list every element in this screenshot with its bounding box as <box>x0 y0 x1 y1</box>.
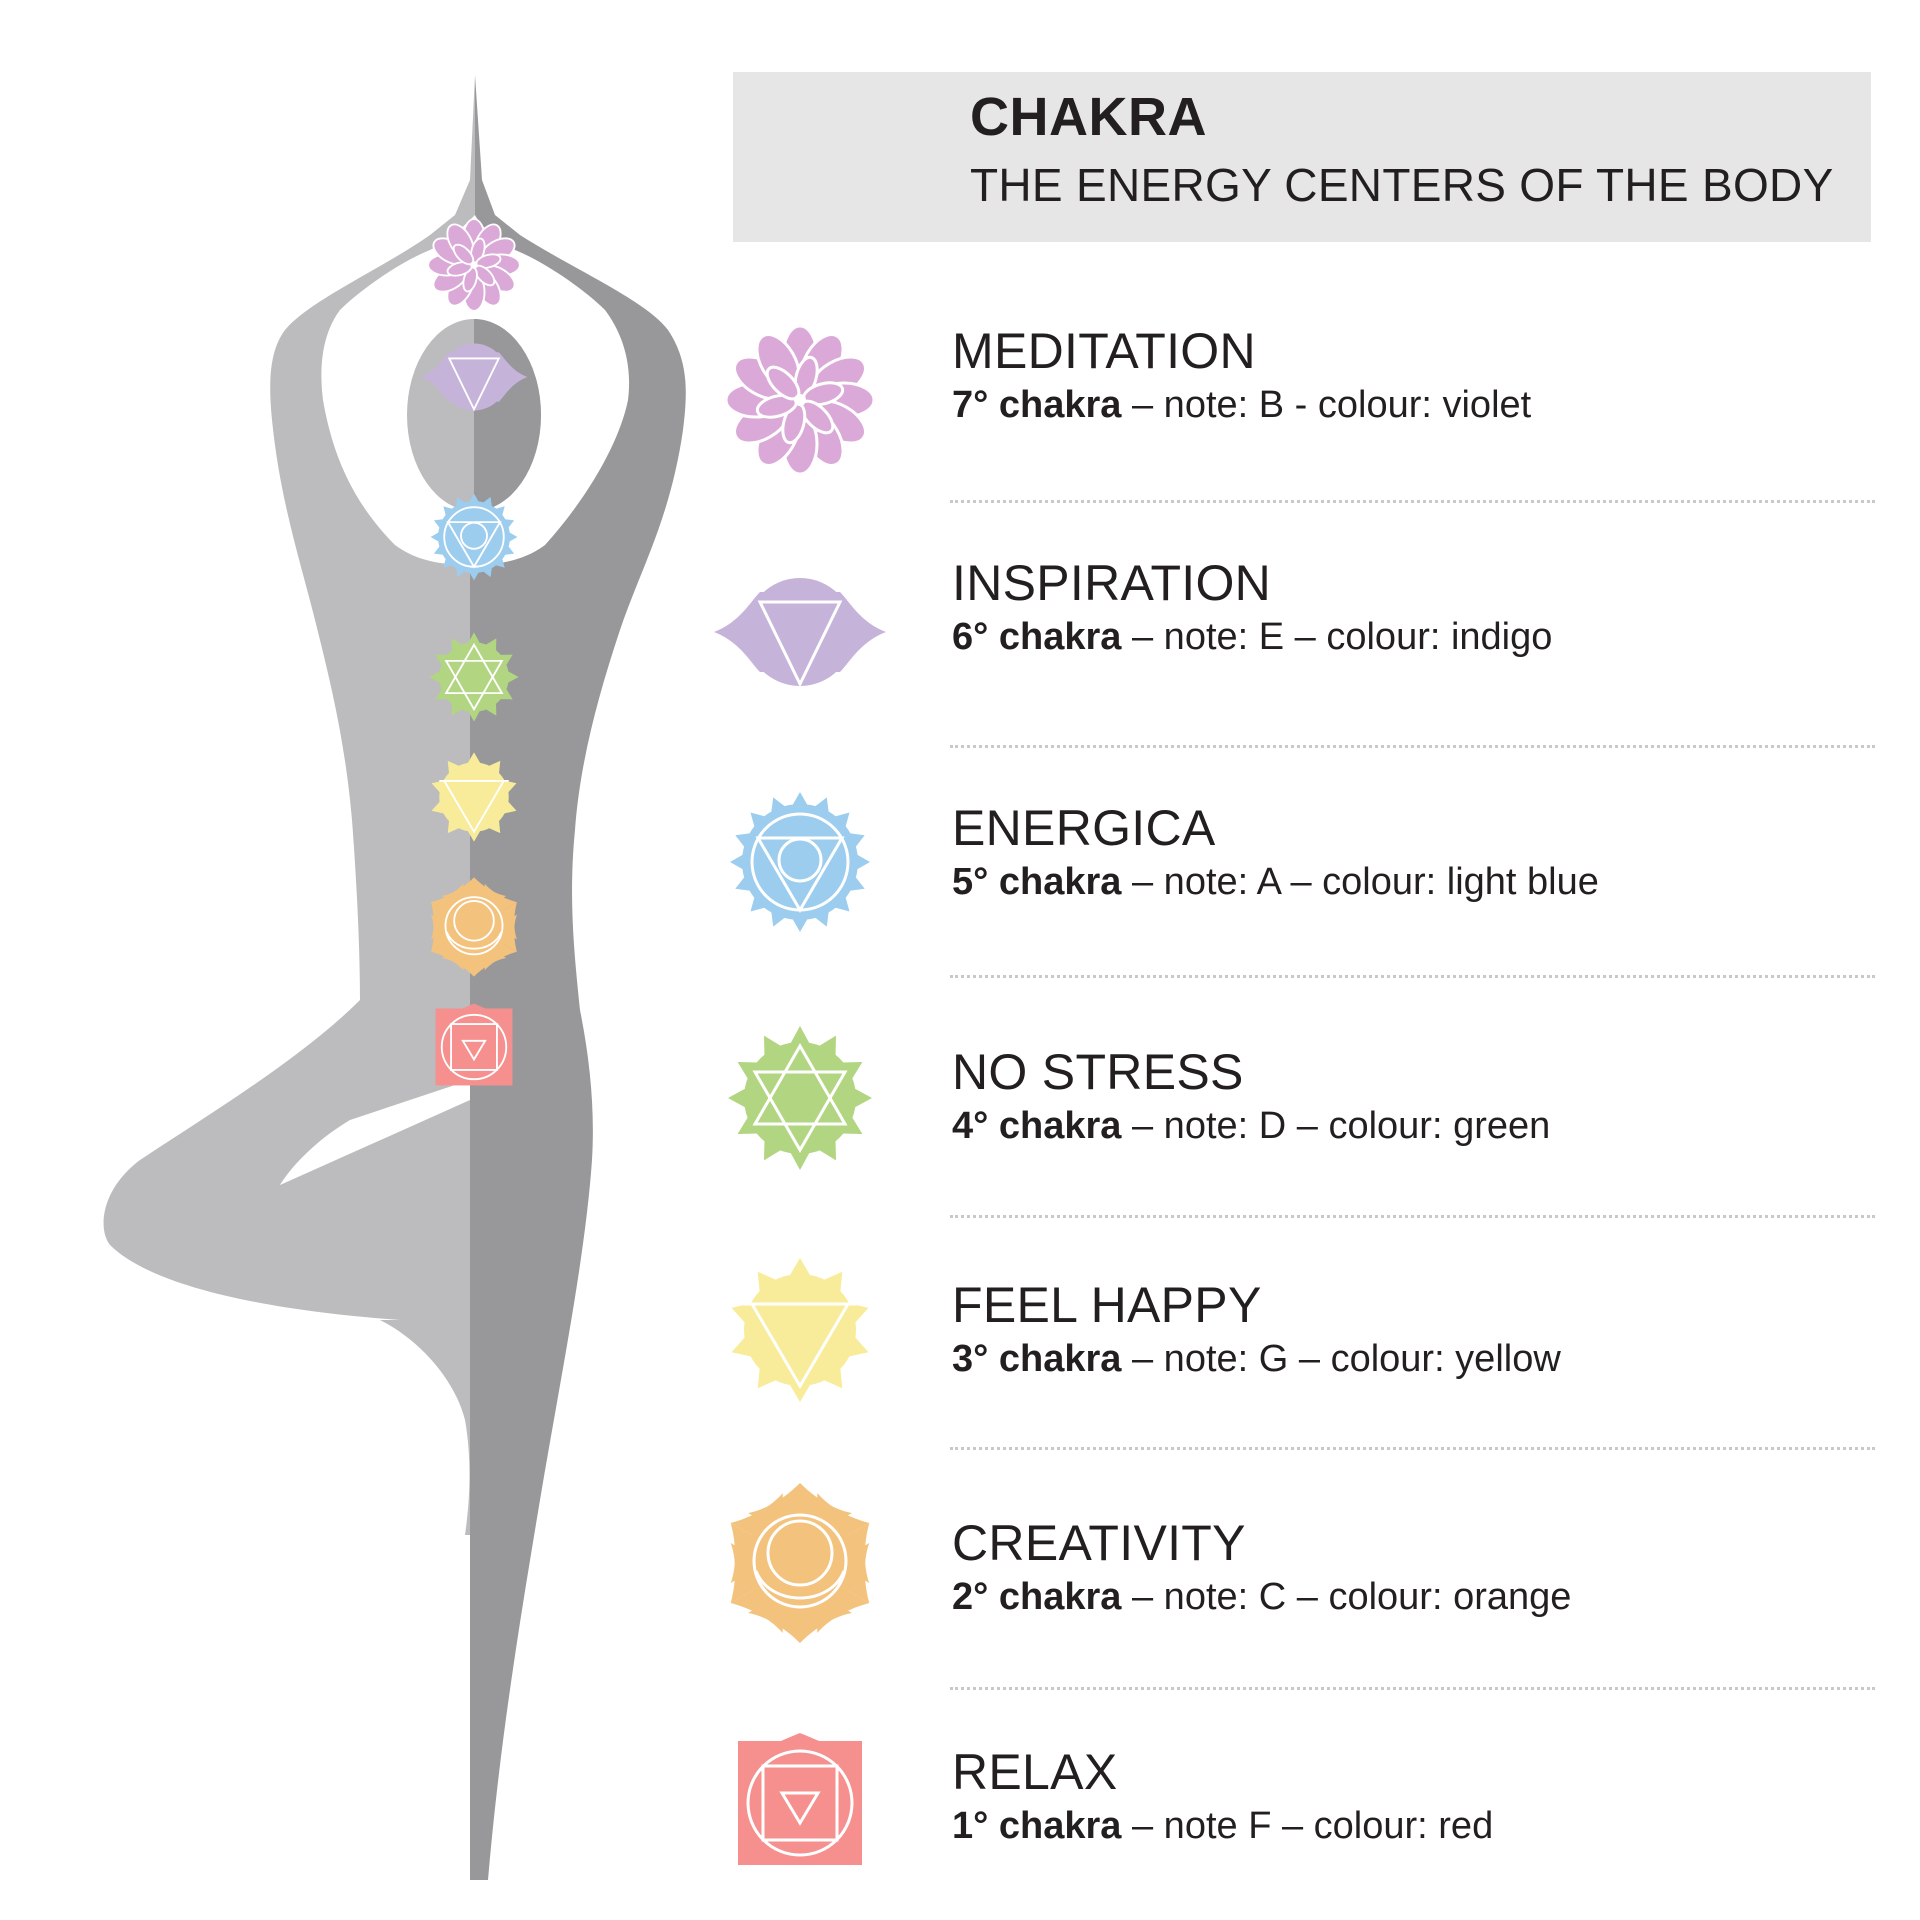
chakra-row-7: MEDITATION 7° chakra – note: B - colour:… <box>700 300 1880 500</box>
chakra-name: FEEL HAPPY <box>952 1277 1262 1333</box>
third-eye-icon <box>712 576 888 688</box>
chakra-note-colour: – note F – colour: red <box>1121 1805 1494 1847</box>
chakra-detail: 3° chakra – note: G – colour: yellow <box>952 1338 1561 1381</box>
solar-plexus-icon <box>725 1256 875 1404</box>
chakra-note-colour: – note: B - colour: violet <box>1121 384 1532 426</box>
chakra-note-colour: – note: A – colour: light blue <box>1121 861 1599 903</box>
chakra-detail: 5° chakra – note: A – colour: light blue <box>952 861 1599 904</box>
figure-lower-leg-left <box>380 1320 470 1535</box>
chakra-note-colour: – note: G – colour: yellow <box>1121 1338 1561 1380</box>
row-divider <box>950 500 1875 503</box>
chakra-number: 1° chakra <box>952 1805 1122 1847</box>
chakra-name: ENERGICA <box>952 800 1216 856</box>
row-divider <box>950 1215 1875 1218</box>
page-subtitle: THE ENERGY CENTERS OF THE BODY <box>970 159 1834 211</box>
chakra-number: 4° chakra <box>952 1105 1122 1147</box>
chakra-row-1: RELAX 1° chakra – note F – colour: red <box>700 1703 1880 1903</box>
root-chakra-icon <box>736 1731 864 1867</box>
chakra-note-colour: – note: C – colour: orange <box>1121 1576 1572 1618</box>
chakra-detail: 4° chakra – note: D – colour: green <box>952 1105 1550 1148</box>
body-crown-chakra-icon <box>427 218 521 312</box>
crown-lotus-icon <box>724 324 876 476</box>
figure-right-half <box>470 75 686 1880</box>
chakra-name: CREATIVITY <box>952 1515 1246 1571</box>
row-divider <box>950 745 1875 748</box>
chakra-row-3: FEEL HAPPY 3° chakra – note: G – colour:… <box>700 1230 1880 1430</box>
row-divider <box>950 975 1875 978</box>
page-title: CHAKRA <box>970 87 1207 147</box>
chakra-detail: 6° chakra – note: E – colour: indigo <box>952 616 1552 659</box>
chakra-number: 5° chakra <box>952 861 1122 903</box>
chakra-row-6: INSPIRATION 6° chakra – note: E – colour… <box>700 532 1880 732</box>
row-divider <box>950 1447 1875 1450</box>
chakra-row-4: NO STRESS 4° chakra – note: D – colour: … <box>700 998 1880 1198</box>
body-root-chakra-icon <box>434 1002 514 1087</box>
chakra-row-5: ENERGICA 5° chakra – note: A – colour: l… <box>700 762 1880 962</box>
chakra-row-2: CREATIVITY 2° chakra – note: C – colour:… <box>700 1463 1880 1663</box>
header-banner: CHAKRA THE ENERGY CENTERS OF THE BODY <box>733 72 1871 242</box>
body-throat-chakra-icon <box>429 492 519 582</box>
chakra-name: RELAX <box>952 1744 1118 1800</box>
heart-chakra-icon <box>726 1024 874 1172</box>
throat-chakra-icon <box>728 790 872 934</box>
figure-left-half <box>103 75 476 1320</box>
chakra-number: 3° chakra <box>952 1338 1122 1380</box>
chakra-note-colour: – note: E – colour: indigo <box>1121 616 1553 658</box>
chakra-number: 6° chakra <box>952 616 1122 658</box>
chakra-name: NO STRESS <box>952 1044 1244 1100</box>
chakra-detail: 2° chakra – note: C – colour: orange <box>952 1576 1571 1619</box>
chakra-number: 2° chakra <box>952 1576 1122 1618</box>
sacral-chakra-icon <box>703 1476 897 1650</box>
chakra-name: MEDITATION <box>952 323 1256 379</box>
chakra-detail: 7° chakra – note: B - colour: violet <box>952 384 1531 427</box>
chakra-detail: 1° chakra – note F – colour: red <box>952 1805 1493 1848</box>
chakra-name: INSPIRATION <box>952 555 1272 611</box>
row-divider <box>950 1687 1875 1690</box>
chakra-number: 7° chakra <box>952 384 1122 426</box>
chakra-note-colour: – note: D – colour: green <box>1121 1105 1551 1147</box>
